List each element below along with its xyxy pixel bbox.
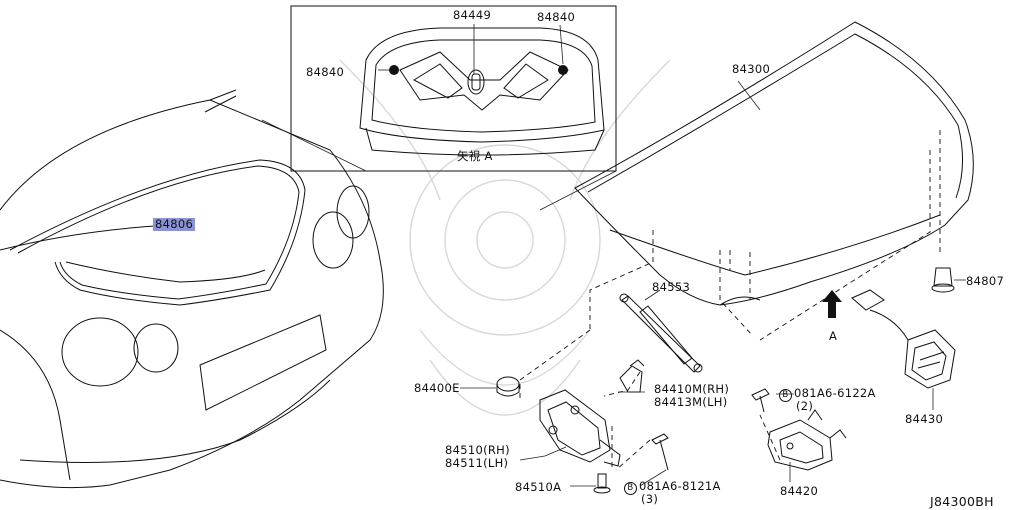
car-rear-body (0, 89, 384, 489)
label-bolt-6122-qty: (2) (796, 399, 814, 413)
inset-view-a (261, 5, 617, 211)
trunk-hinge (539, 389, 621, 467)
arrow-label: A (829, 329, 838, 343)
watermark-emblem (339, 59, 671, 416)
bump-stop (496, 376, 520, 397)
label-84300: 84300 (732, 62, 771, 76)
bolt-6122-code: 081A6-6122A (794, 386, 876, 400)
label-84420: 84420 (780, 484, 819, 498)
label-84410m: 84410M(RH) (654, 382, 730, 396)
grommet (931, 267, 966, 293)
bolt-symbol-icon: B (624, 482, 637, 495)
label-84840-left: 84840 (306, 65, 345, 79)
label-84400e: 84400E (414, 381, 460, 395)
label-84807: 84807 (966, 274, 1005, 288)
gas-strut (619, 289, 703, 373)
label-84510: 84510(RH) (445, 443, 510, 457)
trunk-lock (767, 409, 847, 482)
label-84840-right: 84840 (537, 10, 576, 24)
diagram-code: J84300BH (930, 494, 994, 509)
label-84510a: 84510A (515, 480, 562, 494)
bolt-8121-code: 081A6-8121A (639, 479, 721, 493)
hinge-clip (619, 359, 645, 393)
assembly-guides (519, 130, 941, 471)
bolt-symbol-icon: B (779, 389, 792, 402)
label-84553: 84553 (652, 280, 691, 294)
trunk-striker (851, 289, 956, 410)
view-arrow (822, 290, 842, 318)
label-84449: 84449 (453, 8, 492, 22)
label-84511: 84511(LH) (445, 456, 509, 470)
trunk-lid (574, 21, 974, 306)
label-84413m: 84413M(LH) (654, 395, 728, 409)
bolts (593, 388, 770, 494)
inset-view-label: 矢視 A (457, 149, 493, 163)
label-bolt-8121-qty: (3) (641, 492, 659, 506)
leader-lines (460, 387, 794, 487)
label-84806-highlighted[interactable]: 84806 (153, 217, 196, 231)
label-84430: 84430 (905, 412, 944, 426)
